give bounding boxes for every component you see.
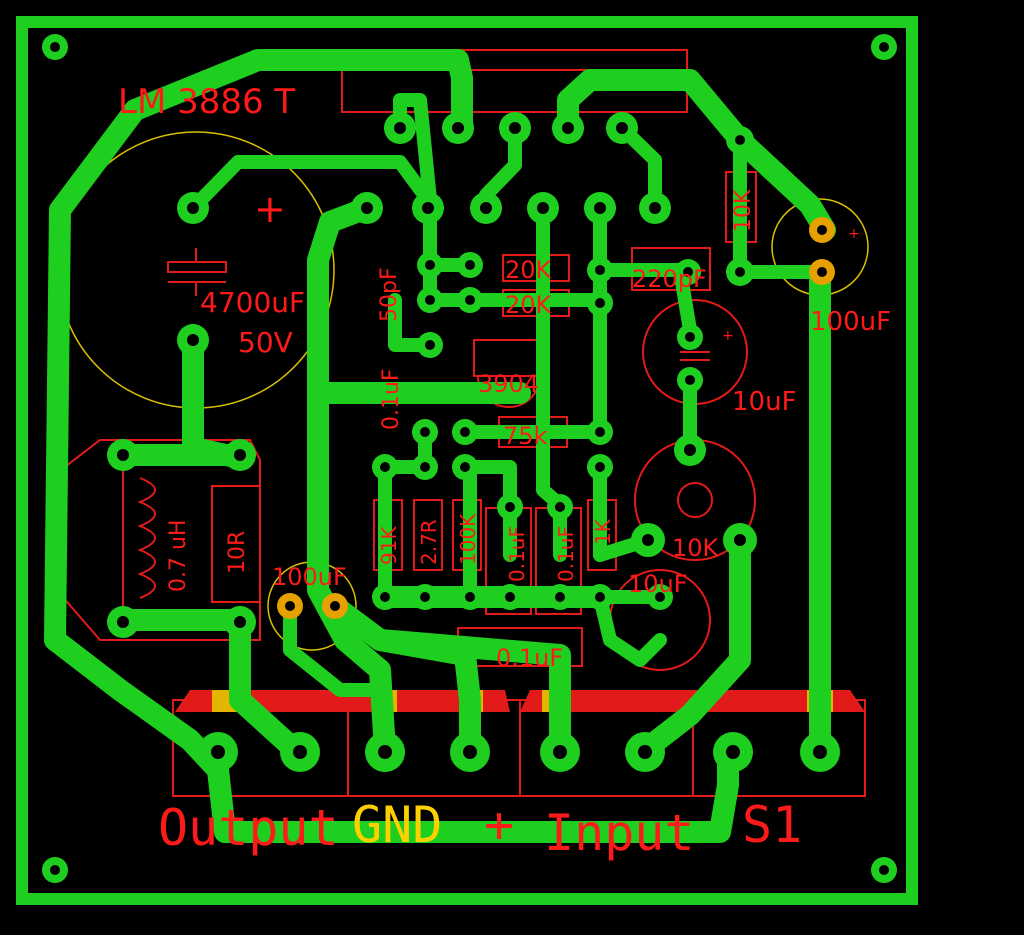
r100k-label: 100K: [456, 513, 480, 565]
terminal-output-label: Output: [158, 799, 339, 857]
c01uf-left-label: 0.1uF: [379, 368, 404, 430]
c100uf-right-label: 100uF: [810, 307, 891, 337]
copper-traces: [44, 49, 836, 843]
terminal-plus-label: +: [484, 796, 514, 854]
c100uf-right-plus: +: [848, 226, 860, 242]
r91k-label: 91K: [377, 526, 401, 565]
c10uf-mid-plus: +: [722, 328, 734, 344]
r10k-top-label: 10K: [731, 189, 756, 232]
r10r-label: 10R: [225, 531, 250, 574]
r1k-label: 1K: [591, 518, 615, 545]
cap-main-voltage: 50V: [238, 326, 293, 359]
r20k-b-label: 20K: [505, 291, 553, 319]
pads: [107, 112, 840, 772]
cap-main-polarity: +: [254, 187, 286, 231]
r20k-a-label: 20K: [505, 256, 553, 284]
c01uf-b-label: 0.1uF: [554, 526, 578, 582]
c220pf-label: 220pF: [632, 265, 707, 293]
q3904-label: 3904: [478, 370, 539, 398]
c01uf-a-label: 0.1uF: [505, 526, 529, 582]
r75k-label: 75k: [503, 422, 548, 450]
c01uf-bottom-label: 0.1uF: [496, 644, 563, 672]
terminal-input-label: Input: [544, 804, 695, 862]
terminal-s1-label: S1: [742, 796, 802, 854]
terminal-gnd-label: GND: [352, 796, 442, 854]
mounting-holes: [42, 34, 897, 883]
cap-main-value: 4700uF: [200, 286, 305, 319]
pot10k-label: 10K: [672, 534, 720, 562]
board-outline: [16, 16, 918, 905]
c100uf-left-label: 100uF: [272, 563, 347, 591]
chip-label: LM 3886 T: [118, 82, 295, 122]
inductor-label: 0.7 uH: [166, 520, 191, 592]
c10uf-low-label: 10uF: [628, 570, 688, 598]
c10uf-mid-label: 10uF: [732, 387, 797, 417]
r27r-label: 2.7R: [417, 519, 441, 565]
c50pf-label: 50pF: [377, 267, 402, 322]
